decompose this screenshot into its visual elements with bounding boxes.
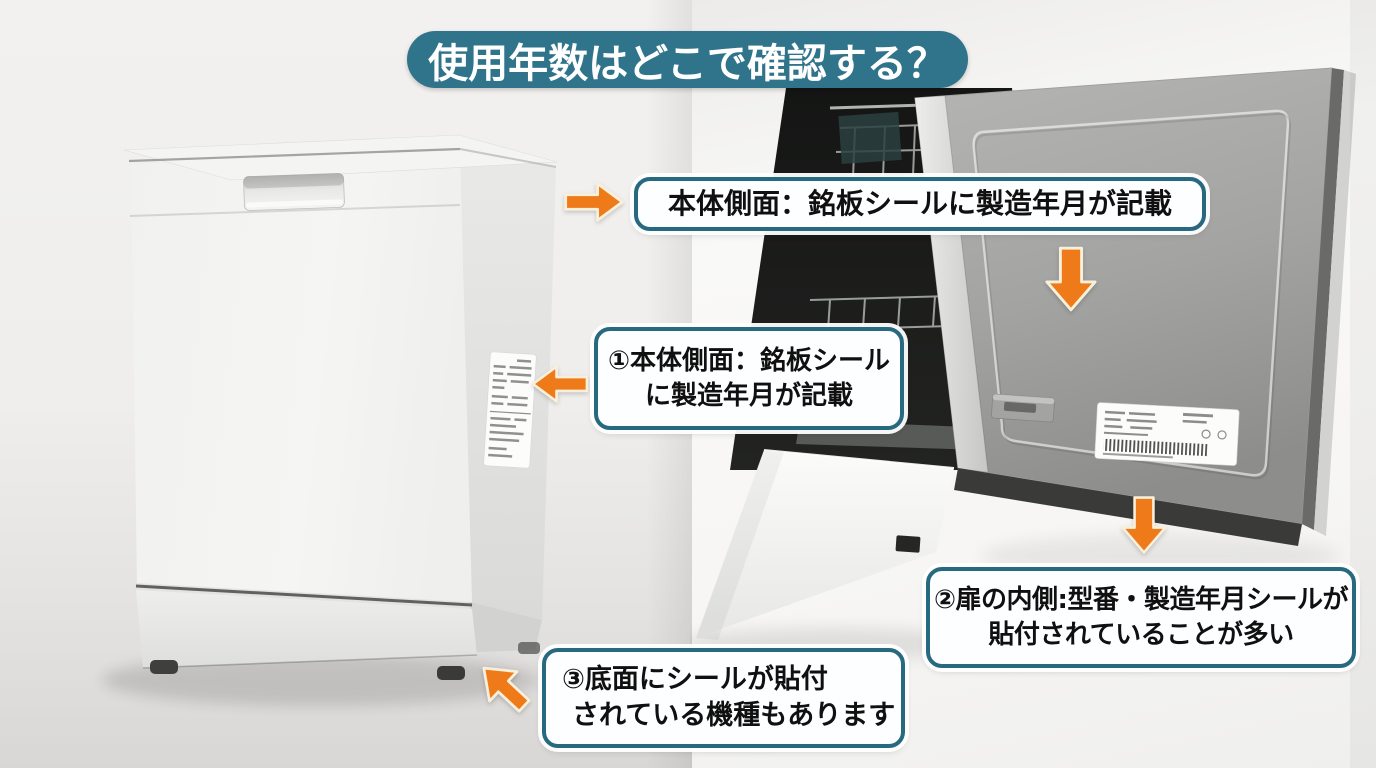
- callout-side-top: 本体側面：銘板シールに製造年月が記載: [634, 177, 1206, 231]
- kick-seam: [135, 584, 473, 607]
- nameplate-sticker: [483, 351, 537, 469]
- door-outer-edge: [1314, 70, 1356, 536]
- dishwasher-base: [696, 450, 954, 638]
- foot-left: [150, 660, 178, 674]
- arrow-right-icon: [562, 181, 626, 223]
- foot-right: [437, 666, 465, 680]
- callout-side-top-text: 本体側面：銘板シールに製造年月が記載: [667, 187, 1172, 221]
- arrow-up-left-icon: [481, 656, 531, 718]
- lid-seam: [128, 147, 461, 163]
- callout-side-nameplate: ①本体側面：銘板シール に製造年月が記載: [594, 327, 904, 430]
- arrow-down-icon: [1044, 243, 1098, 315]
- interior-basket: [838, 111, 902, 165]
- door-emboss-shadow: [974, 112, 1292, 480]
- front-seam: [129, 204, 461, 217]
- base-foot: [895, 535, 921, 553]
- door-emboss-highlight: [972, 109, 1290, 477]
- arrow-left-icon: [528, 364, 592, 404]
- floor-shadow: [102, 654, 538, 706]
- label-barcode: [1103, 438, 1208, 457]
- base-left-shade: [696, 450, 784, 640]
- door-gasket-edge: [1302, 68, 1344, 530]
- callout-door-inner-line2: 貼付されていることが多い: [988, 619, 1294, 650]
- door-label-sticker: [1094, 402, 1240, 466]
- dishwasher-front-face: [131, 152, 472, 602]
- callout-side-nameplate-line2: に製造年月が記載: [644, 380, 853, 411]
- foot-side: [518, 642, 540, 654]
- callout-bottom-seal-line1: ③底面にシールが貼付: [562, 663, 828, 695]
- kick-plate: [136, 590, 477, 668]
- callout-bottom-seal-line2: されている機種もあります: [572, 700, 896, 731]
- dishwasher-lid: [123, 134, 558, 181]
- callout-bottom-seal: ③底面にシールが貼付 されている機種もあります: [542, 648, 905, 748]
- callout-door-inner-line1: ②扉の内側:型番・製造年月シールが: [934, 584, 1348, 615]
- kick-bottom-edge: [142, 654, 478, 669]
- door-bottom-rail: [954, 468, 1302, 546]
- dishwasher-closed-photo: [102, 134, 558, 706]
- arrow-down-icon-2: [1120, 495, 1168, 555]
- callout-side-nameplate-line1: ①本体側面：銘板シール: [607, 345, 890, 376]
- handle-recess: [243, 173, 345, 211]
- door-panel: [914, 67, 1356, 546]
- callout-door-inner: ②扉の内側:型番・製造年月シールが 貼付されていることが多い: [926, 567, 1356, 668]
- door-latch: [991, 393, 1055, 423]
- page-title: 使用年数はどこで確認する？: [407, 31, 968, 88]
- lid-side-seam: [459, 148, 557, 168]
- side-kick: [470, 602, 542, 652]
- base-top-edge: [763, 449, 955, 469]
